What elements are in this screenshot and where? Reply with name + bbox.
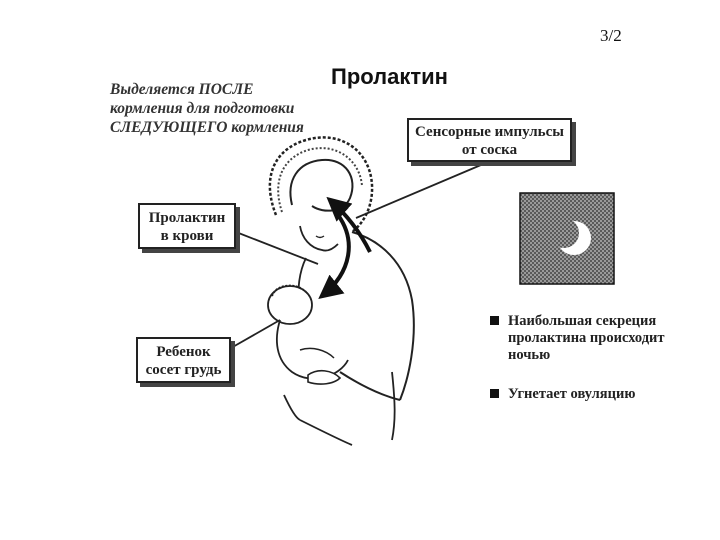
prolactin-in-blood-box: Пролактин в крови — [138, 203, 236, 249]
blood-leader-line — [235, 231, 319, 265]
list-item-line: Угнетает овуляцию — [508, 386, 636, 402]
prolactin-arrow — [318, 213, 351, 300]
timing-note: Выделяется ПОСЛЕ кормления для подготовк… — [110, 80, 340, 137]
baby-suckles-box: Ребенок сосет грудь — [136, 337, 231, 383]
list-item-line: пролактина происходит — [508, 330, 665, 346]
page-title: Пролактин — [331, 64, 448, 89]
mother-body — [283, 231, 415, 446]
list-item: Угнетает овуляцию — [490, 386, 700, 403]
timing-note-line: СЛЕДУЮЩЕГО кормления — [110, 119, 304, 136]
blood-box-line: в крови — [160, 228, 214, 244]
facts-list: Наибольшая секреция пролактина происходи… — [490, 313, 700, 425]
sensory-leader-line — [355, 161, 489, 219]
timing-note-line: кормления для подготовки — [110, 100, 295, 117]
square-bullet-icon — [490, 389, 499, 398]
sensory-box-line: Сенсорные импульсы — [415, 124, 564, 140]
square-bullet-icon — [490, 316, 499, 325]
page-number: 3/2 — [600, 26, 622, 45]
blood-box-line: Пролактин — [148, 210, 226, 226]
baby-box-line: сосет грудь — [145, 362, 222, 378]
baby — [267, 284, 349, 385]
timing-note-line: Выделяется ПОСЛЕ — [110, 81, 254, 98]
list-item: Наибольшая секреция пролактина происходи… — [490, 313, 700, 364]
list-item-line: ночью — [508, 347, 551, 363]
sensory-arrow — [326, 196, 372, 253]
list-item-line: Наибольшая секреция — [508, 313, 657, 329]
sensory-box-line: от соска — [461, 142, 518, 158]
sensory-impulses-box: Сенсорные импульсы от соска — [407, 118, 572, 162]
baby-leader-line — [230, 319, 281, 349]
crescent-moon-icon — [519, 192, 615, 285]
baby-box-line: Ребенок — [156, 344, 211, 360]
